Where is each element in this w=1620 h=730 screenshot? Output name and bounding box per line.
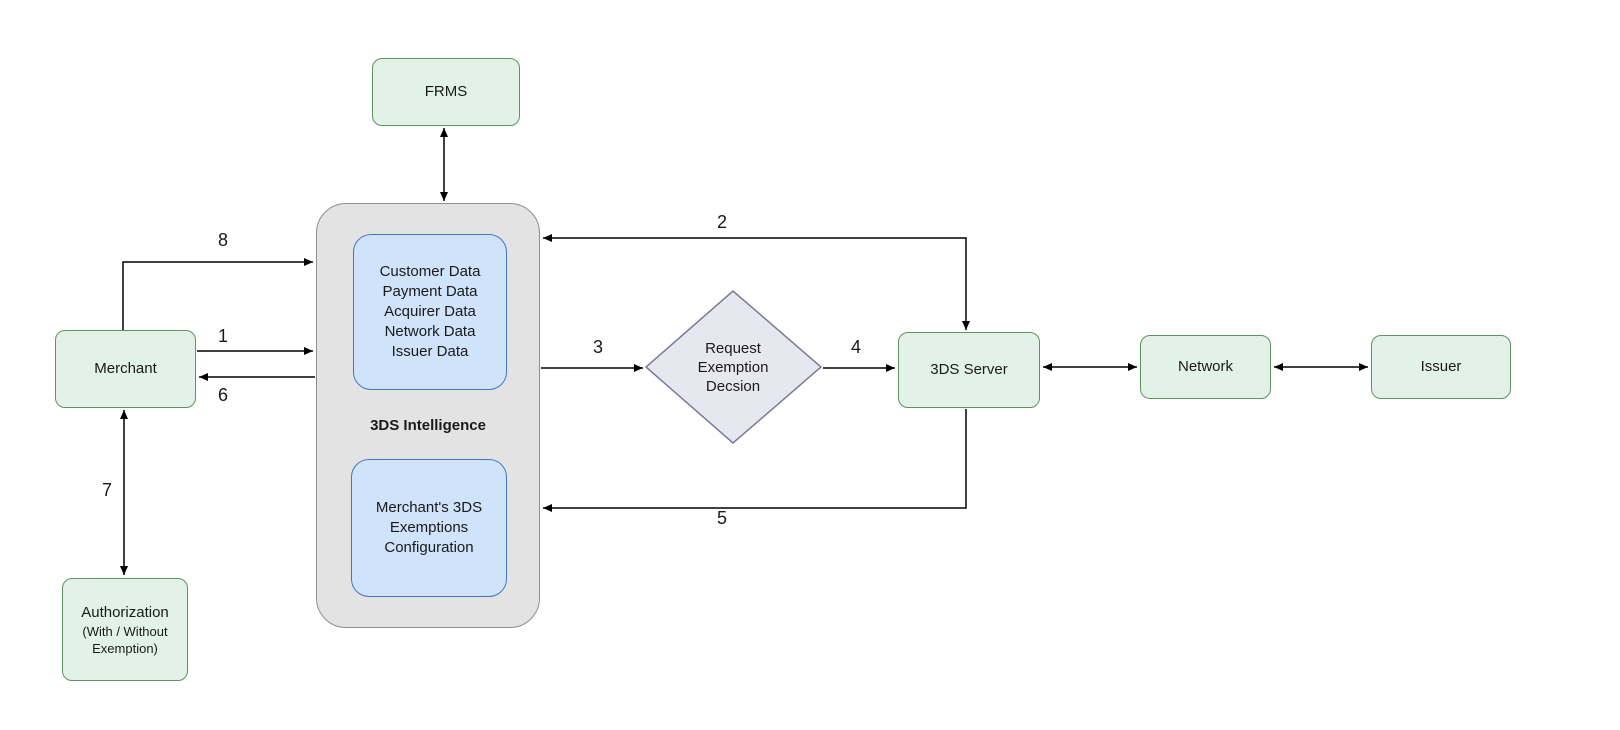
decision-label: Request Exemption Decsion	[653, 327, 813, 407]
issuer-label: Issuer	[1420, 358, 1462, 375]
arrow-5-server-to-intelligence	[543, 409, 967, 512]
merchant-label: Merchant	[94, 360, 157, 377]
node-merchant: Merchant	[55, 330, 196, 408]
arrow-label-6: 6	[217, 384, 228, 405]
data-sources-label: Customer Data Payment Data Acquirer Data…	[379, 263, 481, 360]
arrow-label-1: 1	[217, 325, 228, 346]
arrow-label-4: 4	[850, 336, 861, 357]
arrow-label-2: 2	[716, 211, 727, 232]
node-3ds-server: 3DS Server	[898, 332, 1040, 408]
network-label: Network	[1177, 358, 1233, 375]
node-3ds-intelligence: Customer Data Payment Data Acquirer Data…	[316, 203, 540, 628]
exemptions-config-box: Merchant's 3DS Exemptions Configuration	[351, 459, 507, 597]
arrow-8-merchant-to-intelligence	[122, 258, 313, 330]
node-frms: FRMS	[372, 58, 520, 126]
node-network: Network	[1140, 335, 1271, 399]
data-sources-box: Customer Data Payment Data Acquirer Data…	[353, 234, 507, 390]
server-label: 3DS Server	[930, 361, 1008, 378]
arrow-label-7: 7	[101, 479, 112, 500]
arrow-label-3: 3	[592, 336, 603, 357]
exemptions-config-label: Merchant's 3DS Exemptions Configuration	[375, 499, 483, 556]
authorization-subtitle: (With / Without Exemption)	[82, 623, 168, 656]
frms-label: FRMS	[424, 83, 468, 100]
arrow-label-5: 5	[716, 507, 727, 528]
authorization-title: Authorization	[81, 603, 169, 621]
intelligence-title: 3DS Intelligence	[370, 417, 486, 434]
decision-label-text: Request Exemption Decsion	[697, 339, 769, 395]
decision-diamond-shape	[644, 290, 823, 444]
node-authorization: Authorization (With / Without Exemption)	[62, 578, 188, 681]
arrow-label-8: 8	[217, 229, 228, 250]
arrow-2-server-to-intelligence	[543, 234, 970, 330]
node-issuer: Issuer	[1371, 335, 1511, 399]
